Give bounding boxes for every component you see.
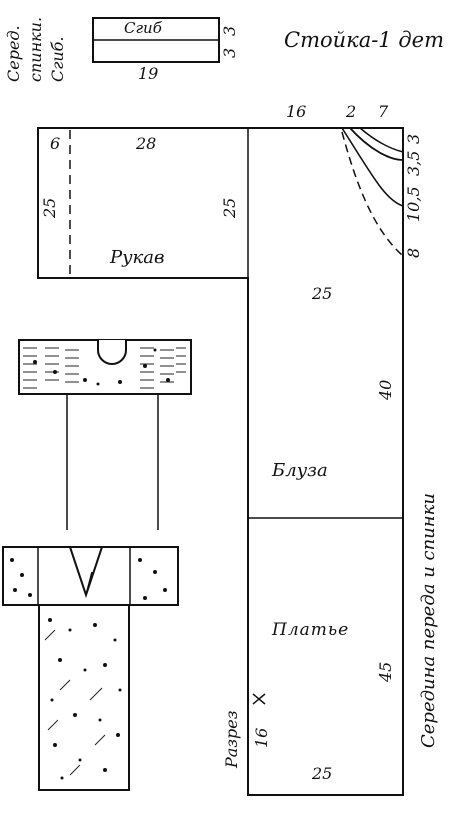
right-dim-d: 8: [404, 247, 423, 258]
side-label-middle: Серед.: [4, 25, 23, 82]
neckline-curve-1: [349, 127, 404, 161]
collar-width-label: 19: [138, 64, 159, 83]
dress-label: Платье: [272, 620, 350, 640]
dress-illustration: [2, 546, 179, 791]
sleeve-height-mid: 25: [220, 197, 239, 218]
top-dim-b: 2: [346, 102, 357, 121]
neckline-curve-3: [341, 127, 404, 207]
right-dim-c: 10,5: [404, 186, 423, 222]
slit-mark-b: [252, 693, 266, 705]
neckline-dashed-curve: [341, 131, 403, 256]
center-line-label: Середина переда и спинки: [418, 493, 439, 748]
sleeve-height-left: 25: [40, 197, 59, 218]
blouse-height: 40: [376, 379, 395, 400]
collar-fold-label: Сгиб: [124, 19, 162, 37]
right-dim-b: 3,5: [404, 150, 423, 176]
right-dim-a: 3: [404, 133, 423, 144]
dress-height: 45: [376, 661, 395, 682]
pattern-outline: [37, 127, 404, 796]
dress-slit-length: 16: [252, 727, 271, 748]
sleeve-label: Рукав: [110, 247, 165, 268]
piece-title: Стойка-1 дет: [284, 28, 444, 52]
top-dim-c: 7: [378, 102, 389, 121]
neckline-curve-2: [359, 127, 404, 153]
side-label-fold: Сгиб.: [48, 36, 67, 82]
side-label-back: спинки.: [26, 16, 45, 82]
dress-bottom-width: 25: [312, 764, 333, 783]
collar-height-top-label: 3: [220, 25, 239, 36]
blouse-illustration: [18, 339, 192, 530]
collar-height-bottom-label: 3: [220, 47, 239, 58]
blouse-label: Блуза: [272, 460, 328, 481]
dress-slit-label: Разрез: [222, 710, 241, 768]
blouse-width: 25: [312, 284, 333, 303]
top-dim-a: 16: [286, 102, 307, 121]
sleeve-width: 28: [136, 134, 157, 153]
sleeve-left-width: 6: [50, 134, 61, 153]
